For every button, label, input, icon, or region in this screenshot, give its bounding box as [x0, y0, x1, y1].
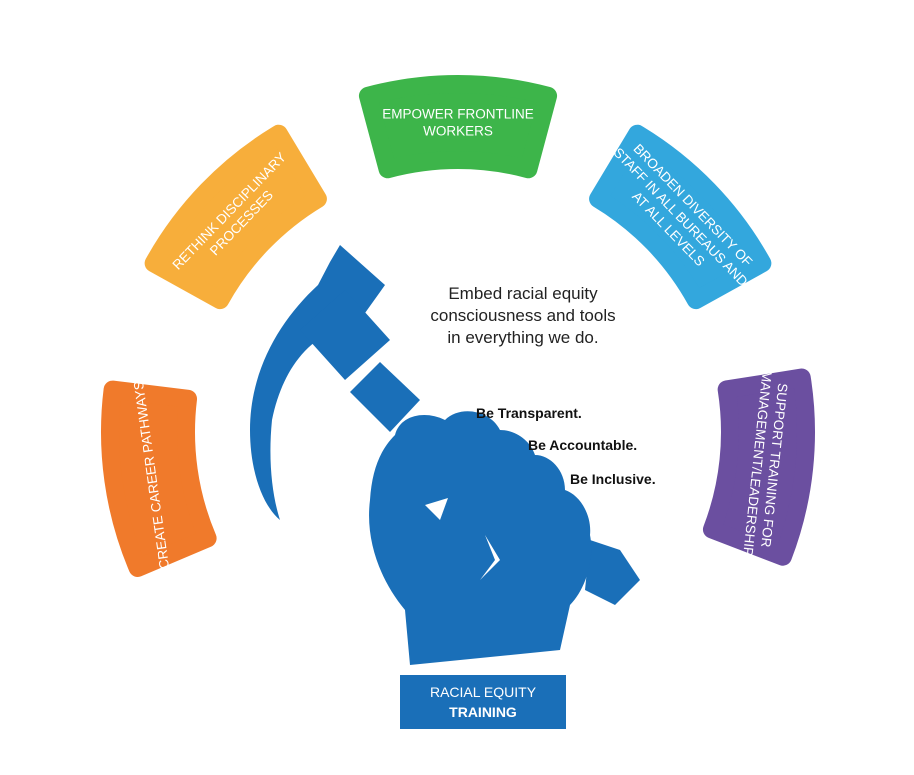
training-box-bg [400, 675, 566, 729]
fist-shape [369, 411, 592, 665]
segment-shape [589, 124, 772, 310]
segment-rethink: RETHINK DISCIPLINARYPROCESSES [144, 124, 327, 310]
segment-broaden: BROADEN DIVERSITY OFSTAFF IN ALL BUREAUS… [589, 124, 772, 310]
segment-shape [144, 124, 327, 310]
segment-label: EMPOWER FRONTLINE WORKERS [382, 107, 534, 139]
training-line-1: RACIAL EQUITY [430, 684, 537, 700]
training-line-2: TRAINING [449, 704, 517, 720]
hammer-handle [350, 362, 420, 432]
center-line-2: consciousness and tools [430, 306, 615, 325]
value-accountable: Be Accountable. [528, 437, 637, 453]
segment-label-line: EMPOWER FRONTLINE [382, 107, 534, 122]
values-list: Be Transparent. Be Accountable. Be Inclu… [476, 405, 656, 487]
strategy-ring: EMPOWER FRONTLINE WORKERS BROADEN DIVERSIT… [101, 75, 815, 577]
value-transparent: Be Transparent. [476, 405, 582, 421]
fist-highlights [425, 498, 500, 580]
center-statement: Embed racial equity consciousness and to… [430, 284, 615, 347]
hammer-icon [250, 245, 640, 605]
value-inclusive: Be Inclusive. [570, 471, 656, 487]
segment-empower: EMPOWER FRONTLINE WORKERS [358, 75, 558, 179]
fist-icon [369, 411, 592, 665]
training-box: RACIAL EQUITY TRAINING [400, 675, 566, 729]
segment-shape [101, 380, 217, 577]
center-line-1: Embed racial equity [448, 284, 598, 303]
segment-shape [358, 75, 558, 179]
hammer-grip-end [585, 540, 640, 605]
segment-label-line: WORKERS [423, 124, 493, 139]
segment-support: SUPPORT TRAINING FORMANAGEMENT/LEADERSHI… [702, 368, 815, 566]
center-line-3: in everything we do. [447, 328, 598, 347]
segment-shape [702, 368, 815, 566]
hammer-neck [300, 290, 390, 380]
segment-career: CREATE CAREER PATHWAYS [101, 380, 217, 577]
